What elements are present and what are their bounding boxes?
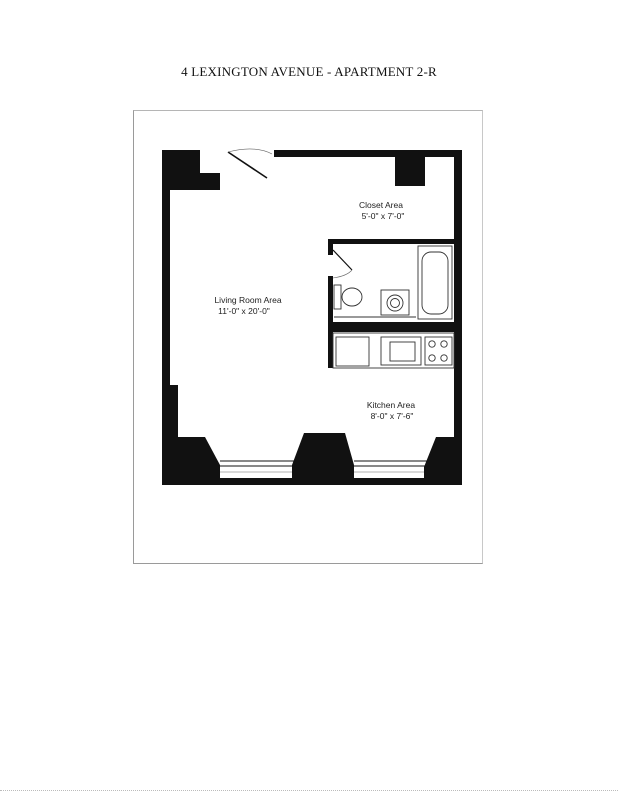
bathroom-fixtures: [333, 245, 453, 320]
closet-size: 5'-0" x 7'-0": [362, 211, 405, 221]
kitchen-fixtures: [332, 332, 455, 369]
kitchen-size: 8'-0" x 7'-6": [371, 411, 414, 421]
page-edge-rule: [0, 790, 618, 791]
closet-name: Closet Area: [359, 200, 403, 210]
living-room-size: 11'-0" x 20'-0": [218, 306, 270, 316]
kitchen-name: Kitchen Area: [367, 400, 415, 410]
entry-door: [227, 148, 273, 179]
bath-enclosure: [328, 239, 455, 368]
page-title: 4 LEXINGTON AVENUE - APARTMENT 2-R: [181, 64, 437, 79]
floor-plan-sheet: [133, 110, 483, 564]
window-piers: [162, 385, 454, 485]
structural-columns: [162, 150, 425, 190]
living-room-name: Living Room Area: [214, 295, 281, 305]
